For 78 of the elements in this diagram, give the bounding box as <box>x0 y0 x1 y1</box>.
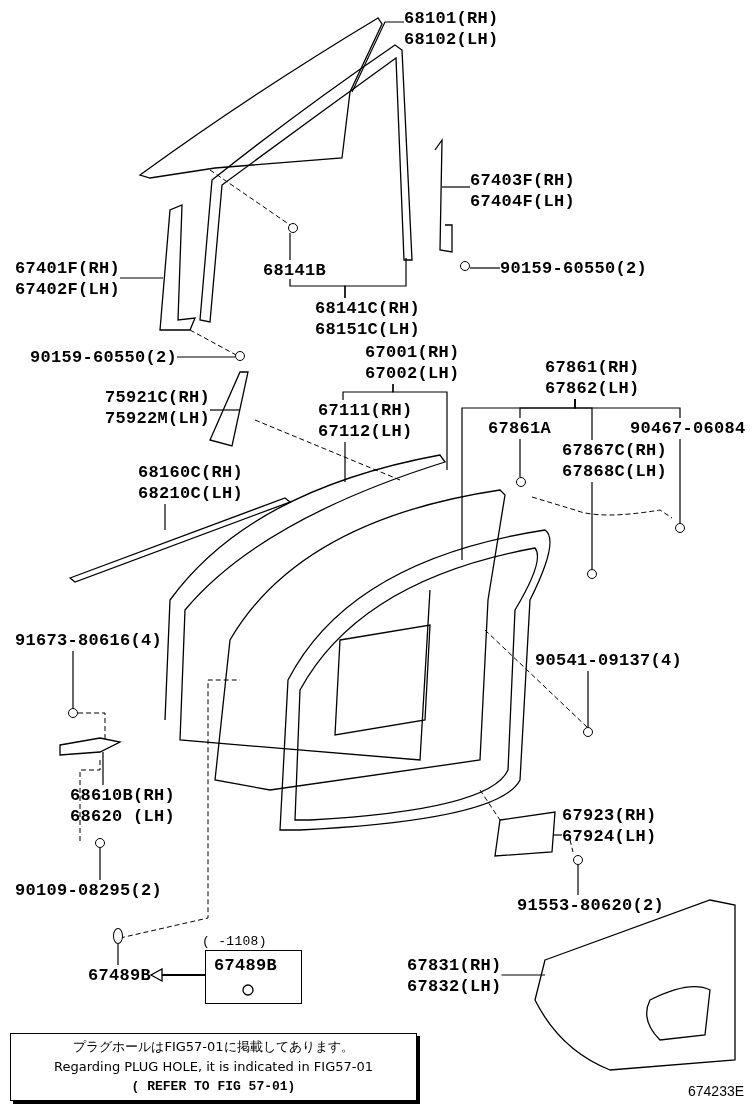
part-number: 67402F(LH) <box>15 279 121 300</box>
leader-line <box>574 398 681 419</box>
part-number: 67489B <box>88 965 151 986</box>
bolt-icon <box>460 261 470 271</box>
part-number: 68610B(RH) <box>70 785 176 806</box>
bolt-icon <box>288 223 298 233</box>
part-number: 68102(LH) <box>404 29 499 50</box>
part-number: 67868C(LH) <box>562 461 668 482</box>
part-number: 68210C(LH) <box>138 483 244 504</box>
part-number: 67001(RH) <box>365 342 460 363</box>
part-number: 67489B <box>214 955 277 976</box>
figure-code: 674233E <box>688 1083 745 1099</box>
part-number: 91673-80616(4) <box>15 630 163 651</box>
part-number: 68160C(RH) <box>138 462 244 483</box>
leader-line <box>99 847 101 881</box>
leader-line <box>72 650 74 709</box>
part-number: 67831(RH) <box>407 955 502 976</box>
part-number: 68141C(RH) <box>315 298 421 319</box>
leader-line <box>164 503 166 531</box>
part-number: 75922M(LH) <box>105 408 211 429</box>
leader-line <box>102 751 104 786</box>
part-number: 75921C(RH) <box>105 387 211 408</box>
leader-line <box>209 409 241 411</box>
leader-line <box>587 670 589 728</box>
part-number: 68141B <box>263 260 326 281</box>
leader-line <box>500 974 546 976</box>
leader-line <box>351 21 405 93</box>
part-number: 67861A <box>488 418 551 439</box>
bolt-icon <box>675 523 685 533</box>
bolt-icon <box>583 727 593 737</box>
bolt-icon <box>516 477 526 487</box>
leader-line <box>117 943 119 966</box>
leader-line <box>519 438 521 478</box>
note-text: プラグホールはFIG57-01に掲載してあります。 <box>72 1038 355 1056</box>
part-number: 67862(LH) <box>545 378 640 399</box>
part-number: 67923(RH) <box>562 805 657 826</box>
bolt-icon <box>95 838 105 848</box>
note-text: ( REFER TO FIG 57-01) <box>130 1078 297 1096</box>
date-range-label: ( -1108) <box>202 933 267 951</box>
arrow <box>150 968 206 982</box>
note-box <box>10 1033 417 1101</box>
part-number: 91553-80620(2) <box>517 895 665 916</box>
leader-line <box>552 834 563 836</box>
part-number: 67111(RH) <box>318 400 413 421</box>
part-number: 68620 (LH) <box>70 806 176 827</box>
plug-icon <box>113 928 123 944</box>
leader-line <box>119 277 164 279</box>
bolt-icon <box>68 708 78 718</box>
part-number: 67867C(RH) <box>562 440 668 461</box>
part-number: 90541-09137(4) <box>535 650 683 671</box>
part-number: 68101(RH) <box>404 8 499 29</box>
part-number: 67924(LH) <box>562 826 657 847</box>
part-number: 67404F(LH) <box>470 191 576 212</box>
part-number: 67832(LH) <box>407 976 502 997</box>
leader-line <box>176 356 236 358</box>
part-number: 90109-08295(2) <box>15 880 163 901</box>
part-number: 67403F(RH) <box>470 170 576 191</box>
part-number: 90467-06084 <box>630 418 746 439</box>
part-number: 67401F(RH) <box>15 258 121 279</box>
bolt-icon <box>235 351 245 361</box>
leader-line <box>344 257 407 299</box>
leader-line <box>469 267 501 269</box>
leader-line <box>591 481 593 570</box>
leader-line <box>679 438 681 524</box>
part-number: 90159-60550(2) <box>500 258 648 279</box>
bolt-icon <box>573 855 583 865</box>
leader-line <box>392 383 448 471</box>
part-number: 68151C(LH) <box>315 319 421 340</box>
part-number: 67002(LH) <box>365 363 460 384</box>
leader-line <box>577 864 579 896</box>
leader-line <box>344 441 346 483</box>
part-number: 67861(RH) <box>545 357 640 378</box>
part-number: 67112(LH) <box>318 421 413 442</box>
bolt-icon <box>587 569 597 579</box>
leader-line <box>441 186 471 188</box>
part-number: 90159-60550(2) <box>30 347 178 368</box>
note-text: Regarding PLUG HOLE, it is indicated in FIG57-01 <box>53 1058 374 1076</box>
leader-line <box>289 232 291 261</box>
